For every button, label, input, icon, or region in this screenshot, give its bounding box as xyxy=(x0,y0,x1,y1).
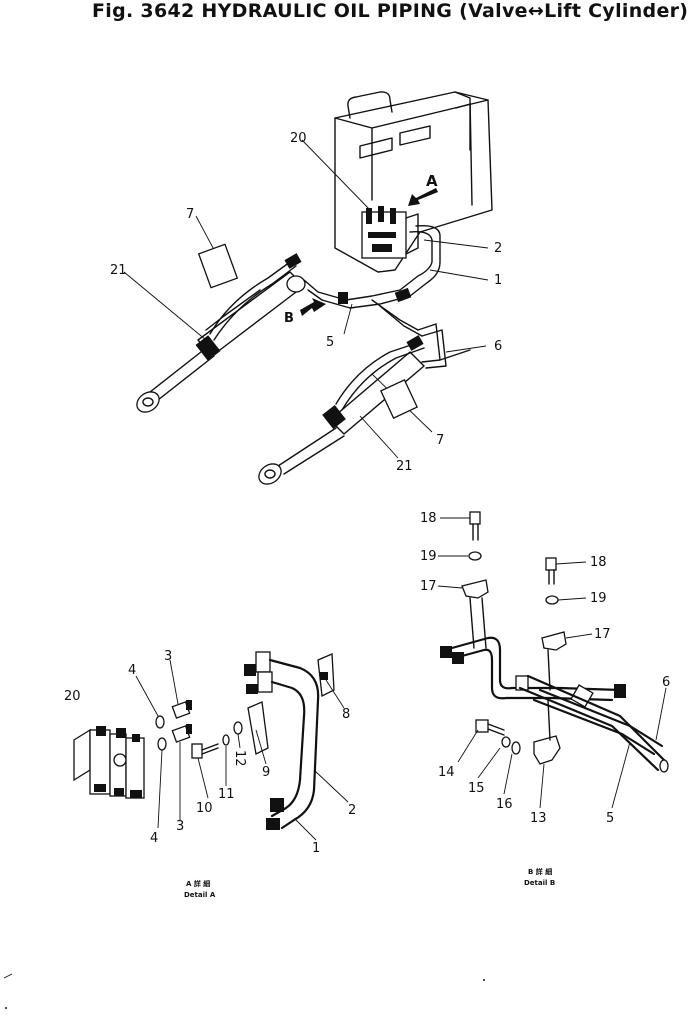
callout-7: 7 xyxy=(436,433,444,448)
detail-a-pipes xyxy=(244,651,335,830)
callout-19: 19 xyxy=(420,549,437,564)
callout-15: 15 xyxy=(468,781,485,796)
detail-b-caption: Detail B xyxy=(524,879,555,887)
callout-5: 5 xyxy=(326,335,334,350)
detail-a: 20 4 3 4 3 10 11 12 9 8 2 1 A 詳 細 Detail… xyxy=(64,649,356,899)
detail-b-caption-jp: B 詳 細 xyxy=(528,867,552,876)
callout-11: 11 xyxy=(218,787,235,802)
detail-b-pipes xyxy=(440,597,669,773)
callout-10: 10 xyxy=(196,801,213,816)
valve-pipes xyxy=(303,225,441,337)
detail-a-fasteners xyxy=(191,721,243,759)
o-ring xyxy=(155,715,165,729)
hydraulic-tank xyxy=(334,91,493,273)
callout-16: 16 xyxy=(496,797,513,812)
callout-18: 18 xyxy=(590,555,607,570)
callout-2: 2 xyxy=(348,803,356,818)
control-valve xyxy=(361,206,419,259)
callout-1: 1 xyxy=(494,273,502,288)
callout-20: 20 xyxy=(290,131,307,146)
callout-19: 19 xyxy=(590,591,607,606)
detail-b-clamps xyxy=(461,579,567,651)
view-label-b: B xyxy=(284,311,294,326)
detail-b-bolts xyxy=(468,511,559,605)
main-leader-lines xyxy=(123,139,489,459)
callout-3: 3 xyxy=(164,649,172,664)
callout-7: 7 xyxy=(186,207,194,222)
callout-13: 13 xyxy=(530,811,547,826)
o-ring xyxy=(157,737,167,751)
callout-4: 4 xyxy=(150,831,158,846)
callout-17: 17 xyxy=(594,627,611,642)
callout-3: 3 xyxy=(176,819,184,834)
right-lift-cylinder xyxy=(258,323,471,485)
detail-a-caption-jp: A 詳 細 xyxy=(186,879,210,888)
callout-12: 12 xyxy=(232,750,247,767)
callout-18: 18 xyxy=(420,511,437,526)
view-arrow-a xyxy=(408,188,438,206)
main-assembly: 20 7 21 2 1 5 6 7 21 A B xyxy=(110,91,502,485)
callout-9: 9 xyxy=(262,765,270,780)
callout-6: 6 xyxy=(662,675,670,690)
detail-a-valve xyxy=(73,726,145,799)
callout-6: 6 xyxy=(494,339,502,354)
figure-title: Fig. 3642 HYDRAULIC OIL PIPING (Valve↔Li… xyxy=(92,0,688,22)
detail-b: 18 19 17 18 19 17 14 15 16 13 5 6 B 詳 細 … xyxy=(420,511,670,887)
callout-21: 21 xyxy=(396,459,413,474)
callout-2: 2 xyxy=(494,241,502,256)
detail-a-caption: Detail A xyxy=(184,891,216,899)
scan-marks xyxy=(3,973,485,1009)
callout-8: 8 xyxy=(342,707,350,722)
detail-a-elbows xyxy=(171,700,192,743)
callout-4: 4 xyxy=(128,663,136,678)
callout-5: 5 xyxy=(606,811,614,826)
view-arrow-b xyxy=(300,298,326,316)
callout-21: 21 xyxy=(110,263,127,278)
callout-20: 20 xyxy=(64,689,81,704)
callout-1: 1 xyxy=(312,841,320,856)
callout-17: 17 xyxy=(420,579,437,594)
view-label-a: A xyxy=(426,172,438,190)
callout-14: 14 xyxy=(438,765,455,780)
left-lift-cylinder xyxy=(136,253,306,413)
detail-b-bracket xyxy=(475,699,561,765)
